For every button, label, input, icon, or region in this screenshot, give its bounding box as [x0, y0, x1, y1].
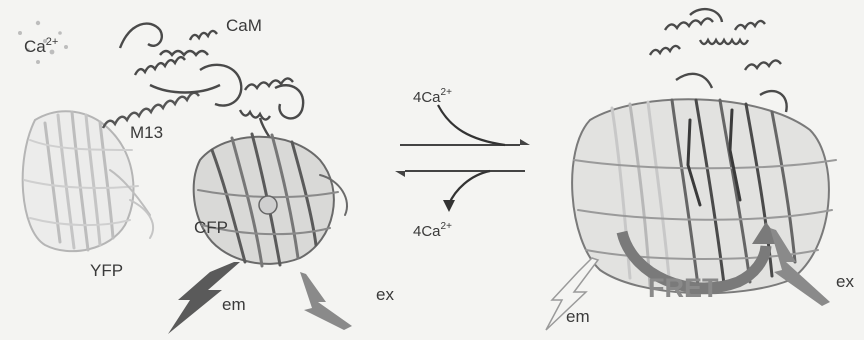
m13-label: M13 — [130, 123, 163, 142]
yfp-label: YFP — [90, 261, 123, 280]
cam-label: CaM — [226, 16, 262, 35]
emission-label-right: em — [566, 307, 590, 326]
calcium-binding-label: 4Ca2+ — [413, 87, 452, 106]
excitation-bolt-icon — [300, 272, 352, 330]
equilibrium-arrows-icon — [395, 105, 530, 212]
excitation-label-right: ex — [836, 272, 854, 291]
calmodulin-bound-protein — [650, 9, 787, 112]
cfp-label: CFP — [194, 218, 228, 237]
calcium-bind-curve — [438, 105, 505, 145]
calcium-release-label: 4Ca2+ — [413, 221, 452, 240]
emission-label-left: em — [222, 295, 246, 314]
open-sensor-structure — [18, 21, 352, 334]
calmodulin-protein — [120, 24, 303, 138]
cfp-protein — [194, 134, 347, 266]
fret-pair-barrels — [572, 99, 836, 293]
excitation-label-left: ex — [376, 285, 394, 304]
calcium-release-curve — [449, 171, 490, 204]
fret-label: FRET — [648, 273, 719, 303]
